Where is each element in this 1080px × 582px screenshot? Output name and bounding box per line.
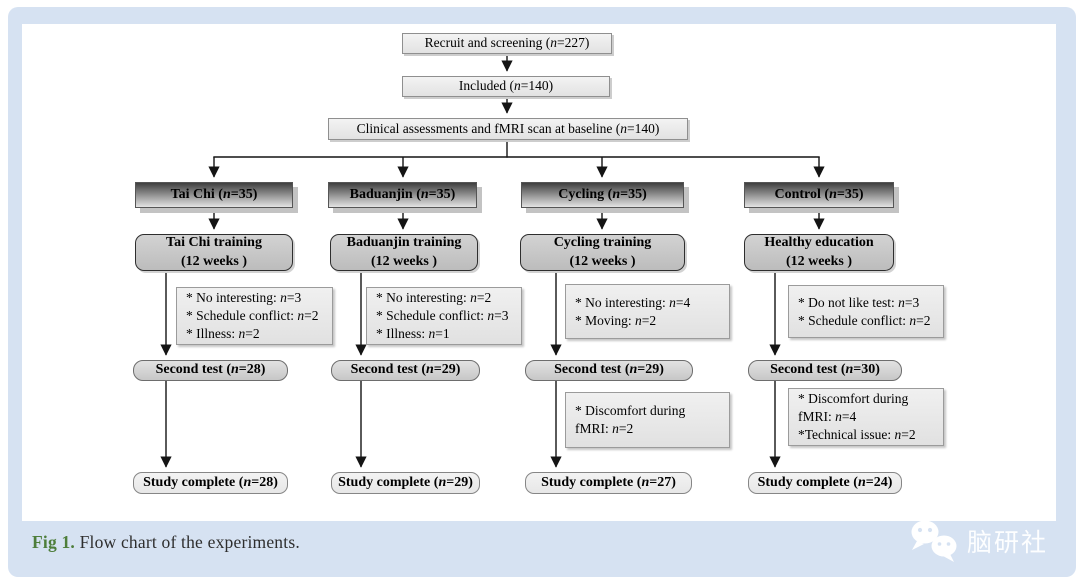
dropout-line: * No interesting: n=4 — [575, 294, 691, 310]
figure-caption-text: Flow chart of the experiments. — [75, 532, 300, 552]
dropout-note-control: * Do not like test: n=3 * Schedule confl… — [788, 285, 944, 338]
dropout-line: * Schedule conflict: n=2 — [798, 312, 931, 328]
group-header-tai-chi: Tai Chi (n=35) — [135, 182, 293, 208]
dropout-note-tai-chi: * No interesting: n=3 * Schedule conflic… — [176, 287, 333, 345]
dropout-note-baduanjin: * No interesting: n=2 * Schedule conflic… — [366, 287, 522, 345]
box-recruit-screening: Recruit and screening (n=227) — [402, 33, 612, 54]
dropout-line: * Discomfort during — [798, 391, 909, 406]
watermark-text: 脑研社 — [967, 529, 1049, 557]
box-healthy-education: Healthy education (12 weeks ) — [744, 234, 894, 271]
box-second-test-tai-chi: Second test (n=28) — [133, 360, 288, 381]
group-header-control: Control (n=35) — [744, 182, 894, 208]
dropout-line: * No interesting: n=2 — [376, 290, 492, 305]
box-tai-chi-training: Tai Chi training (12 weeks ) — [135, 234, 293, 271]
box-included: Included (n=140) — [402, 76, 610, 97]
dropout-line: * Do not like test: n=3 — [798, 294, 920, 310]
box-baduanjin-training: Baduanjin training (12 weeks ) — [330, 234, 478, 271]
box-complete-baduanjin: Study complete (n=29) — [331, 472, 480, 494]
box-second-test-cycling: Second test (n=29) — [525, 360, 693, 381]
box-complete-tai-chi: Study complete (n=28) — [133, 472, 288, 494]
group-header-cycling: Cycling (n=35) — [521, 182, 684, 208]
dropout-line: * Schedule conflict: n=3 — [376, 308, 509, 323]
box-complete-cycling: Study complete (n=27) — [525, 472, 692, 494]
dropout-note2-cycling: * Discomfort during fMRI: n=2 — [565, 392, 730, 448]
figure-caption: Fig 1. Flow chart of the experiments. — [32, 532, 300, 553]
dropout-line: fMRI: n=4 — [798, 409, 857, 424]
box-second-test-control: Second test (n=30) — [748, 360, 902, 381]
figure-caption-label: Fig 1. — [32, 532, 76, 552]
dropout-line: * No interesting: n=3 — [186, 290, 302, 305]
dropout-line: * Illness: n=2 — [186, 326, 260, 341]
dropout-line: * Illness: n=1 — [376, 326, 450, 341]
flowchart-panel — [22, 24, 1056, 521]
dropout-line: * Schedule conflict: n=2 — [186, 308, 319, 323]
dropout-note2-control: * Discomfort during fMRI: n=4 *Technical… — [788, 388, 944, 446]
dropout-line: fMRI: n=2 — [575, 421, 634, 436]
group-header-baduanjin: Baduanjin (n=35) — [328, 182, 477, 208]
wechat-icon — [911, 520, 957, 562]
dropout-line: * Moving: n=2 — [575, 312, 657, 328]
box-cycling-training: Cycling training (12 weeks ) — [520, 234, 685, 271]
box-complete-control: Study complete (n=24) — [748, 472, 902, 494]
dropout-note-cycling: * No interesting: n=4 * Moving: n=2 — [565, 284, 730, 339]
watermark: 脑研社 — [908, 517, 1058, 565]
box-baseline-assessment: Clinical assessments and fMRI scan at ba… — [328, 118, 688, 140]
box-second-test-baduanjin: Second test (n=29) — [331, 360, 480, 381]
dropout-line: *Technical issue: n=2 — [798, 427, 916, 442]
dropout-line: * Discomfort during — [575, 403, 686, 418]
